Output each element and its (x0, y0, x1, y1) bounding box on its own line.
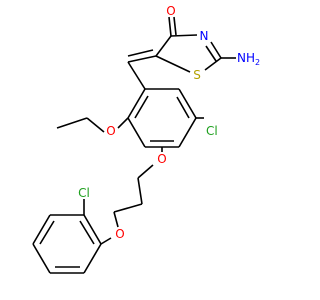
bond-c5-ch (127, 55, 157, 63)
bond-c2-c3 (113, 203, 143, 213)
atom-o-carbonyl: O (166, 4, 175, 18)
bond-br1-br2-inner (79, 220, 95, 245)
bond-br1-br2 (83, 214, 102, 245)
molecule-diagram: O N S NH2 O Cl O O Cl (32, 4, 260, 274)
atom-nh2: NH2 (237, 51, 260, 67)
bond-n3-c2 (210, 41, 222, 59)
structure-svg: O N S NH2 O Cl O O Cl (32, 4, 260, 274)
atom-nh2-subscript: 2 (255, 58, 260, 67)
bond-c4-c5 (155, 35, 172, 57)
atom-o-ether-lower: O (115, 227, 124, 241)
bond-c2-s1 (204, 57, 222, 71)
bond-c4-n3 (170, 34, 198, 37)
bond-br3-br4 (32, 214, 51, 245)
atom-nh2-main: NH (237, 51, 255, 65)
bond-c4-o-double (173, 16, 177, 36)
atom-o-ether-upper: O (157, 152, 166, 166)
bond-c1-c2 (137, 177, 143, 205)
atom-labels: O N S NH2 O Cl O O Cl (78, 4, 260, 241)
bond-s1-c5 (155, 55, 191, 73)
atom-s-ring: S (193, 68, 201, 82)
bond-br6-br1 (83, 243, 102, 274)
bond-br3-br4-inner (39, 220, 55, 245)
bond-ar6-ar1 (127, 88, 146, 119)
bond-ar6-o (117, 117, 129, 129)
bond-ar6-ar1-inner (134, 95, 149, 119)
bond-ch-ring (127, 61, 146, 90)
bond-ar2-ar3 (178, 88, 197, 119)
atom-o-ethoxy: O (106, 124, 115, 138)
bond-ar3-ar4 (178, 117, 197, 148)
bond-n3-c2-double (205, 45, 217, 62)
bonds (32, 16, 236, 274)
bond-ar5-ar6 (127, 117, 146, 148)
atom-cl-lower: Cl (78, 186, 90, 200)
bond-c3-o (113, 211, 119, 228)
bond-o-ch2 (86, 117, 105, 133)
atom-cl-ring: Cl (206, 124, 218, 138)
bond-c4-o (168, 16, 172, 37)
bond-o-c1 (137, 164, 154, 179)
bond-ch2-ch3 (56, 117, 88, 129)
bond-ar2-ar3-inner (176, 96, 190, 119)
bond-br4-br5 (32, 243, 51, 274)
atom-n-ring: N (200, 29, 209, 43)
bond-o-ar (100, 237, 112, 245)
bond-c5-ch-double (127, 49, 154, 57)
